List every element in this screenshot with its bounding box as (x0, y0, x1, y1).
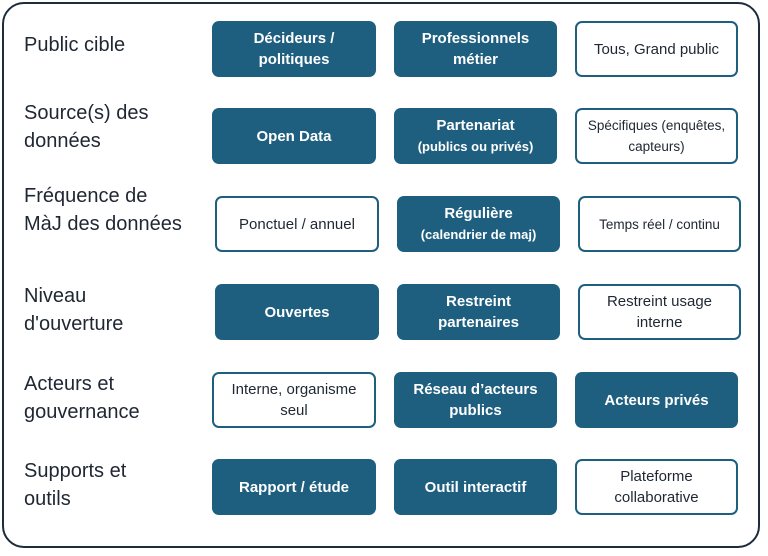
box-text: Régulière (444, 205, 513, 222)
diagram-frame (2, 2, 760, 548)
box-subtext: (publics ou privés) (417, 139, 534, 154)
row-label-sources-donnees: Source(s) des données (24, 102, 149, 152)
box-open-data: Open Data (212, 108, 376, 164)
box-ouvertes: Ouvertes (215, 284, 379, 340)
box-ponctuel-annuel: Ponctuel / annuel (215, 196, 379, 252)
box-text: Interne, organisme seul (231, 381, 357, 419)
box-reseau-acteurs-publics: Réseau d’acteurs publics (394, 372, 557, 428)
box-interne-organisme: Interne, organisme seul (212, 372, 376, 428)
box-text: Outil interactif (424, 478, 527, 496)
box-text: Plateforme collaborative (614, 468, 699, 506)
box-outil-interactif: Outil interactif (394, 459, 557, 515)
box-text: Décideurs / politiques (253, 30, 335, 68)
box-text: Restreint usage interne (606, 293, 713, 331)
box-text: Professionnels métier (421, 30, 530, 68)
box-text: Ouvertes (264, 303, 330, 321)
box-tous-grand-public: Tous, Grand public (575, 21, 738, 77)
box-text: Open Data (256, 127, 332, 145)
box-partenariat: Partenariat (publics ou privés) (394, 108, 557, 164)
box-temps-reel: Temps réel / continu (578, 196, 741, 252)
box-acteurs-prives: Acteurs privés (575, 372, 738, 428)
box-text: Partenariat (436, 117, 515, 134)
box-reguliere: Régulière (calendrier de maj) (397, 196, 560, 252)
box-text: Rapport / étude (238, 478, 349, 496)
row-label-public-cible: Public cible (24, 34, 126, 56)
box-text: Réseau d’acteurs publics (413, 381, 538, 419)
row-label-acteurs-gouvernance: Acteurs et gouvernance (24, 373, 140, 423)
box-restreint-partenaires: Restreint partenaires (397, 284, 560, 340)
box-text: Temps réel / continu (599, 216, 720, 232)
row-label-supports-outils: Supports et outils (24, 460, 127, 510)
box-specifiques: Spécifiques (enquêtes, capteurs) (575, 108, 738, 164)
box-subtext: (calendrier de maj) (420, 227, 537, 242)
row-label-niveau-ouverture: Niveau d'ouverture (24, 285, 124, 335)
row-label-frequence-maj: Fréquence de MàJ des données (24, 185, 182, 235)
box-text: Spécifiques (enquêtes, capteurs) (587, 118, 726, 154)
box-decideurs-politiques: Décideurs / politiques (212, 21, 376, 77)
box-restreint-usage-interne: Restreint usage interne (578, 284, 741, 340)
box-professionnels-metier: Professionnels métier (394, 21, 557, 77)
box-text: Restreint partenaires (438, 293, 519, 331)
box-text: Tous, Grand public (593, 40, 720, 58)
box-text: Acteurs privés (604, 391, 709, 409)
box-plateforme-collaborative: Plateforme collaborative (575, 459, 738, 515)
box-text: Ponctuel / annuel (239, 215, 355, 233)
box-rapport-etude: Rapport / étude (212, 459, 376, 515)
